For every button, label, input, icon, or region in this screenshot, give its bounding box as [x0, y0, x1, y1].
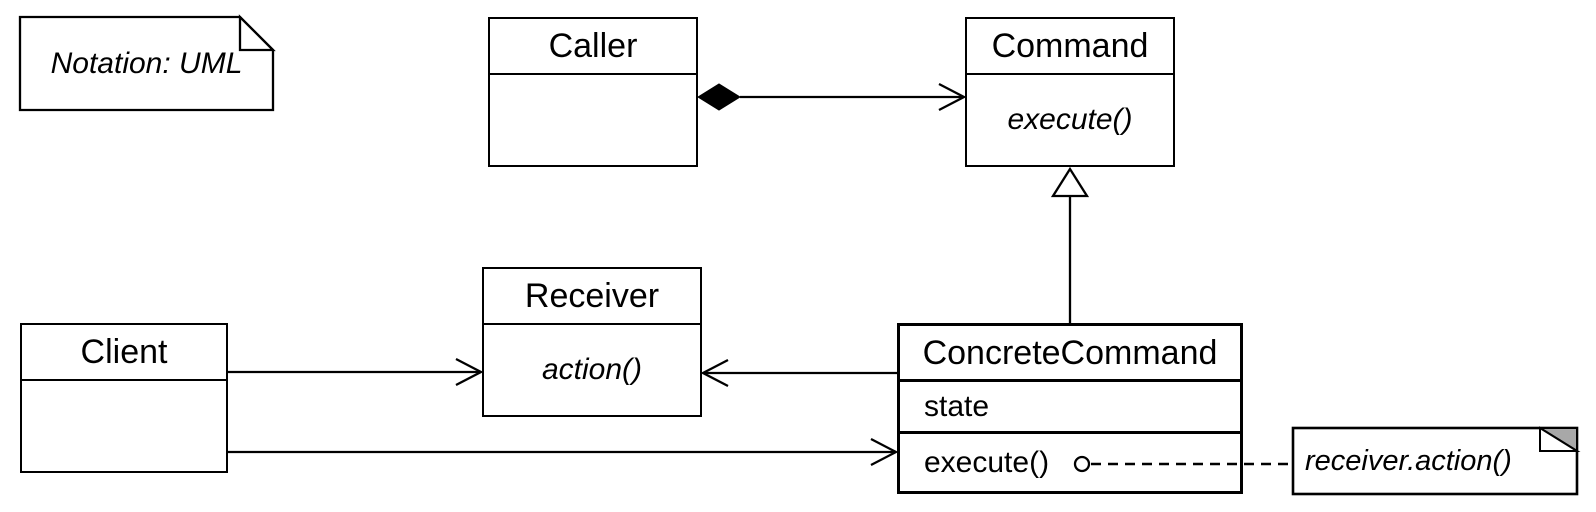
- class-client: Client: [20, 323, 228, 473]
- generalization-triangle-icon: [1050, 166, 1090, 198]
- composition-diamond-icon: [697, 83, 741, 111]
- class-client-empty-compartment: [22, 381, 226, 471]
- class-command-operation: execute(): [1007, 103, 1133, 136]
- class-command: Command execute(): [965, 17, 1175, 167]
- class-receiver-title: Receiver: [484, 269, 700, 325]
- association-client-concretecommand: [228, 437, 899, 467]
- association-concretecommand-receiver: [700, 358, 897, 388]
- class-concrete-command: ConcreteCommand state execute(): [897, 323, 1243, 494]
- generalization-concretecommand-command: [1050, 166, 1090, 323]
- open-arrowhead-icon: [938, 82, 967, 112]
- class-client-title: Client: [22, 325, 226, 381]
- class-caller-empty-compartment: [490, 75, 696, 165]
- class-receiver: Receiver action(): [482, 267, 702, 417]
- note-implementation-text: receiver.action(): [1305, 444, 1512, 477]
- class-concrete-command-operation: execute(): [924, 445, 1050, 479]
- association-client-receiver: [228, 357, 484, 387]
- class-receiver-operation: action(): [541, 353, 643, 386]
- class-caller: Caller: [488, 17, 698, 167]
- class-command-title: Command: [967, 19, 1173, 75]
- class-caller-title: Caller: [490, 19, 696, 75]
- class-concrete-command-attribute: state: [900, 382, 1240, 434]
- open-arrowhead-icon: [700, 358, 729, 388]
- open-arrowhead-icon: [870, 437, 899, 467]
- association-caller-command: [697, 82, 967, 112]
- open-arrowhead-icon: [455, 357, 484, 387]
- class-concrete-command-title: ConcreteCommand: [900, 326, 1240, 382]
- note-notation-text: Notation: UML: [50, 46, 243, 80]
